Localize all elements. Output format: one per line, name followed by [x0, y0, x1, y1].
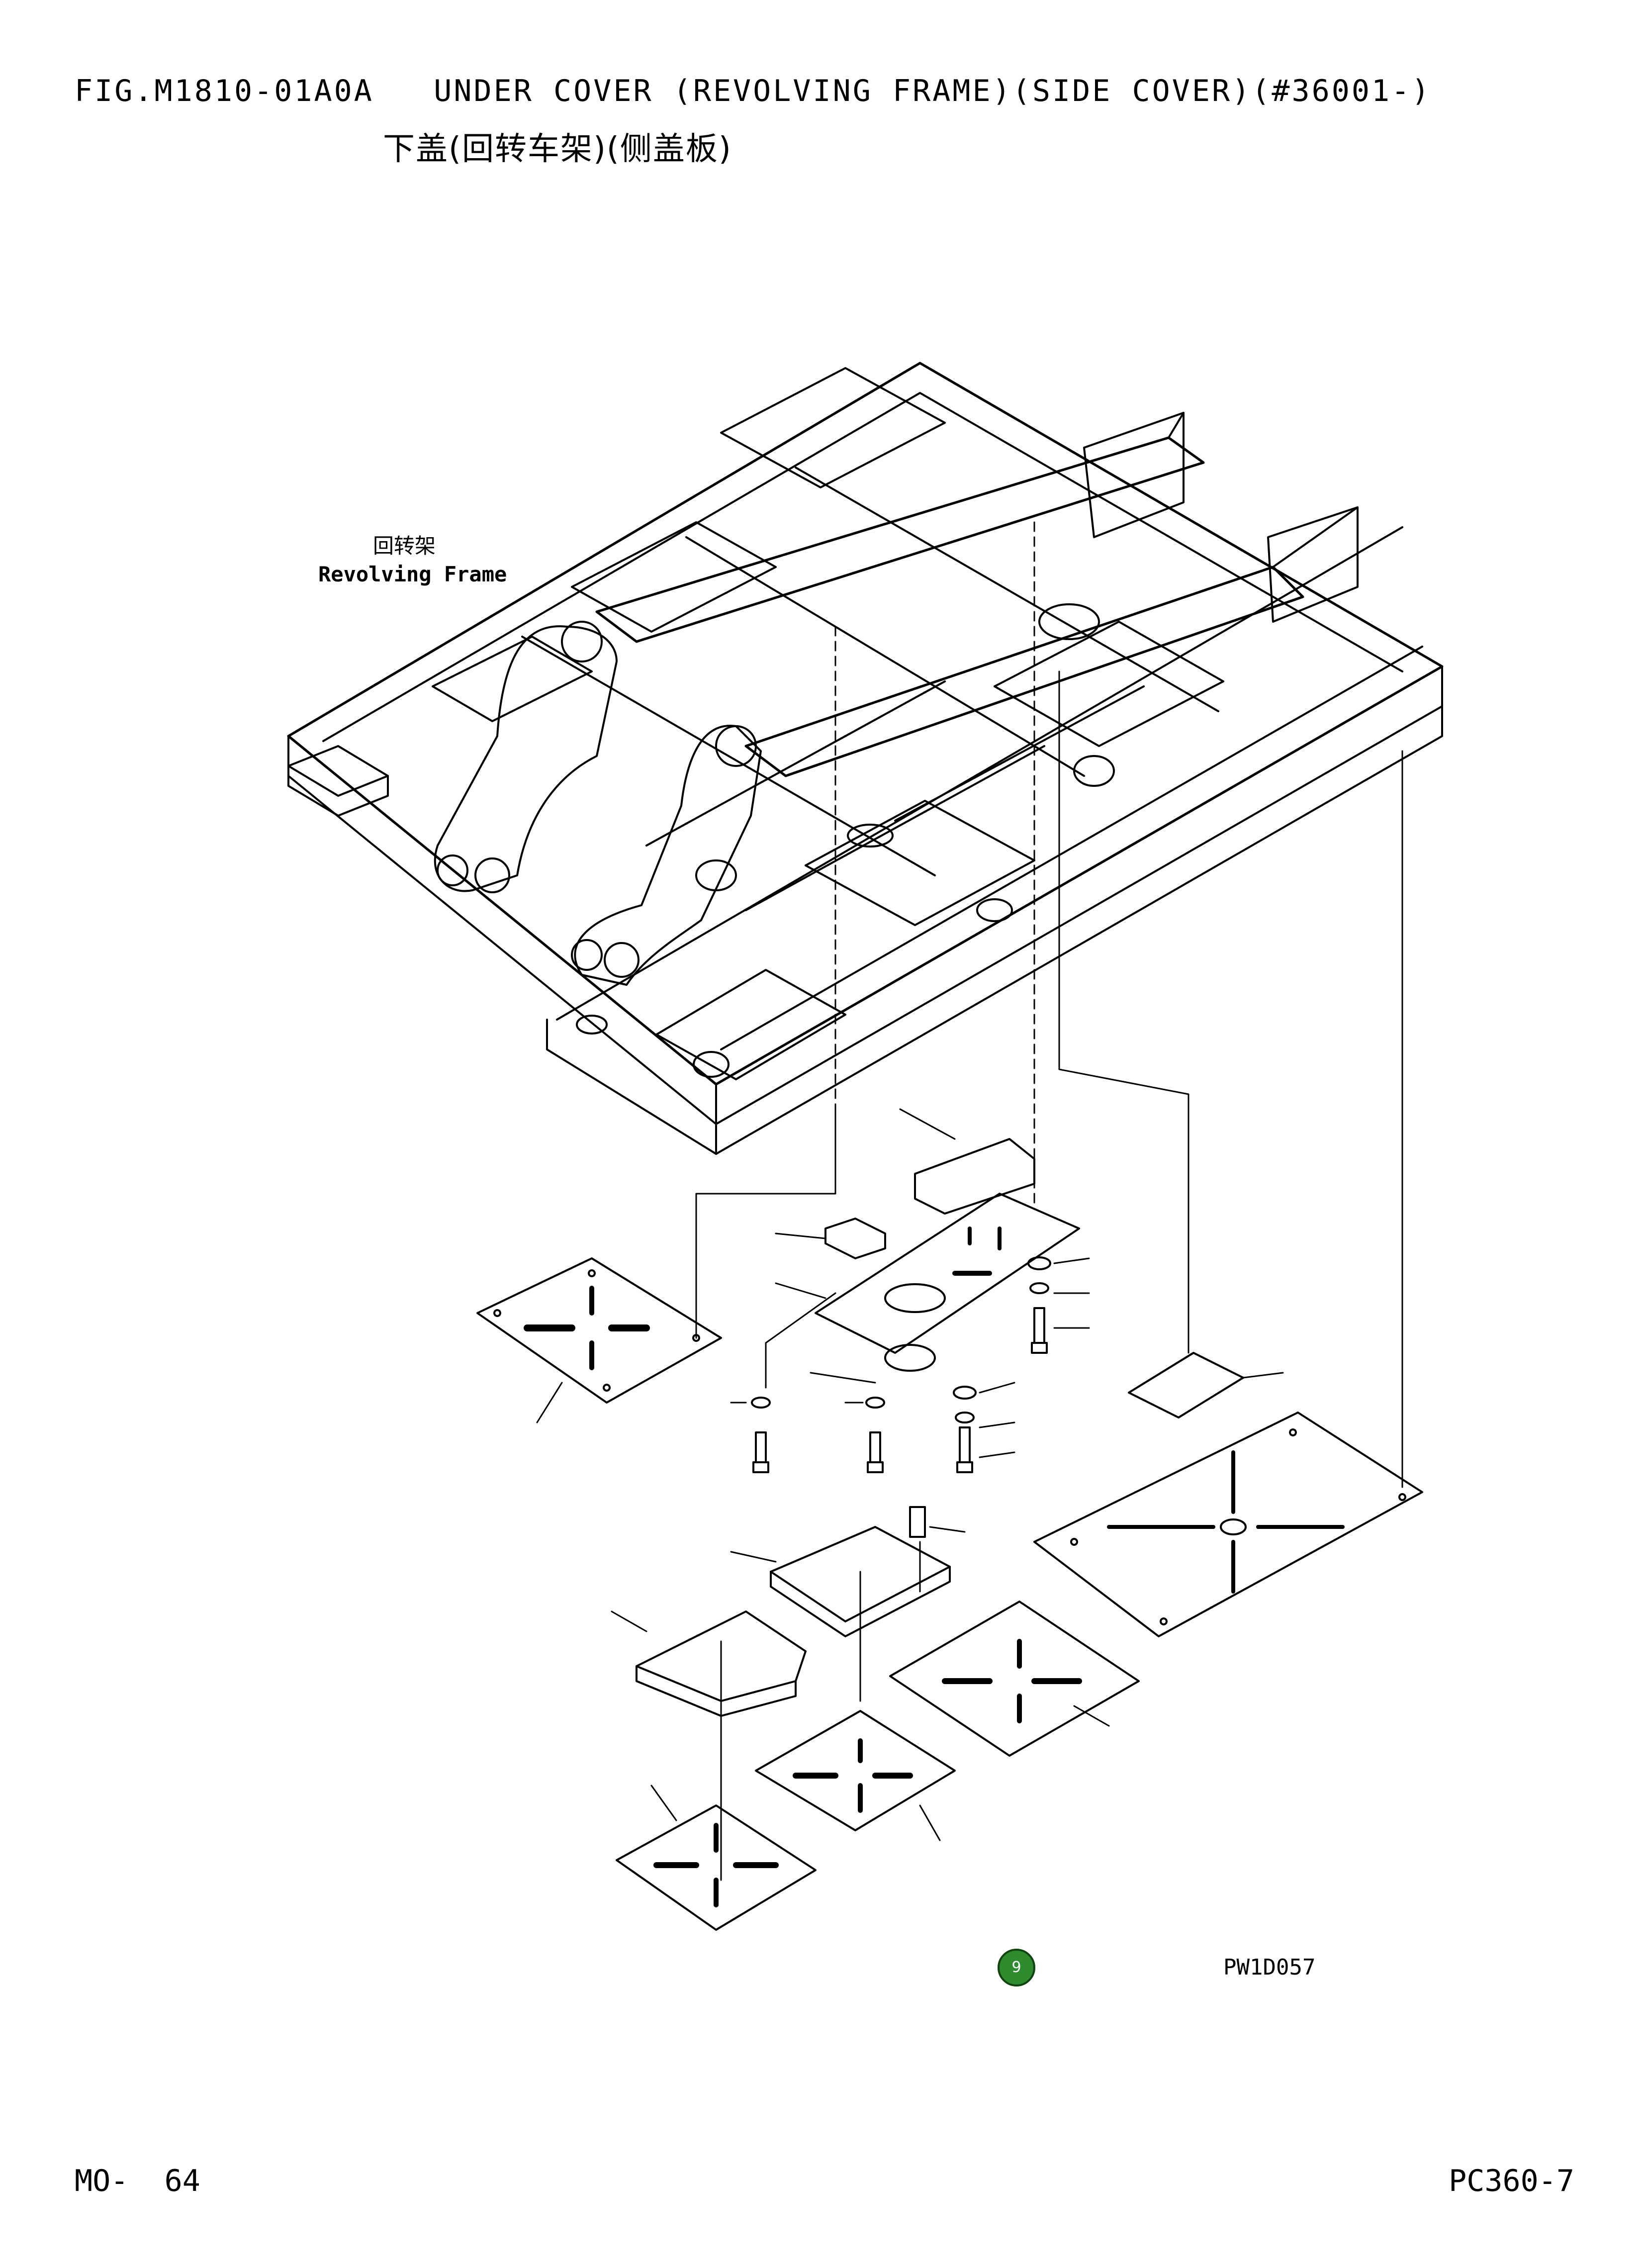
page-number: MO- 64: [75, 2164, 200, 2198]
small-cover-right: [1128, 1352, 1284, 1418]
revolving-frame-label-chinese: 回转架: [373, 534, 436, 558]
cover-plate-left: [476, 1257, 722, 1423]
model-number: PC360-7: [1449, 2164, 1574, 2198]
part-number-badge: 9: [998, 1949, 1035, 1986]
revolving-frame: [287, 362, 1444, 1155]
cover-plate-lower-left: [755, 1710, 956, 1841]
leader-lines: [695, 670, 1403, 1881]
cover-plate-bottom: [616, 1785, 817, 1931]
cover-plate-center: [775, 1193, 1080, 1384]
cushion-blocks: [611, 1108, 1035, 1717]
bolts-and-washers: [730, 1256, 1090, 1538]
drawing-code: PW1D057: [1223, 1955, 1316, 1980]
figure-title: FIG.M1810-01A0A UNDER COVER (REVOLVING F…: [75, 74, 1432, 108]
dashed-alignment-lines: [834, 521, 1035, 1205]
revolving-frame-label: Revolving Frame: [318, 562, 507, 586]
large-cover-plate-right: [1033, 1412, 1423, 1637]
figure-title-chinese: 下盖(回转车架)(侧盖板): [383, 131, 732, 168]
cover-plate-middle: [889, 1601, 1140, 1757]
